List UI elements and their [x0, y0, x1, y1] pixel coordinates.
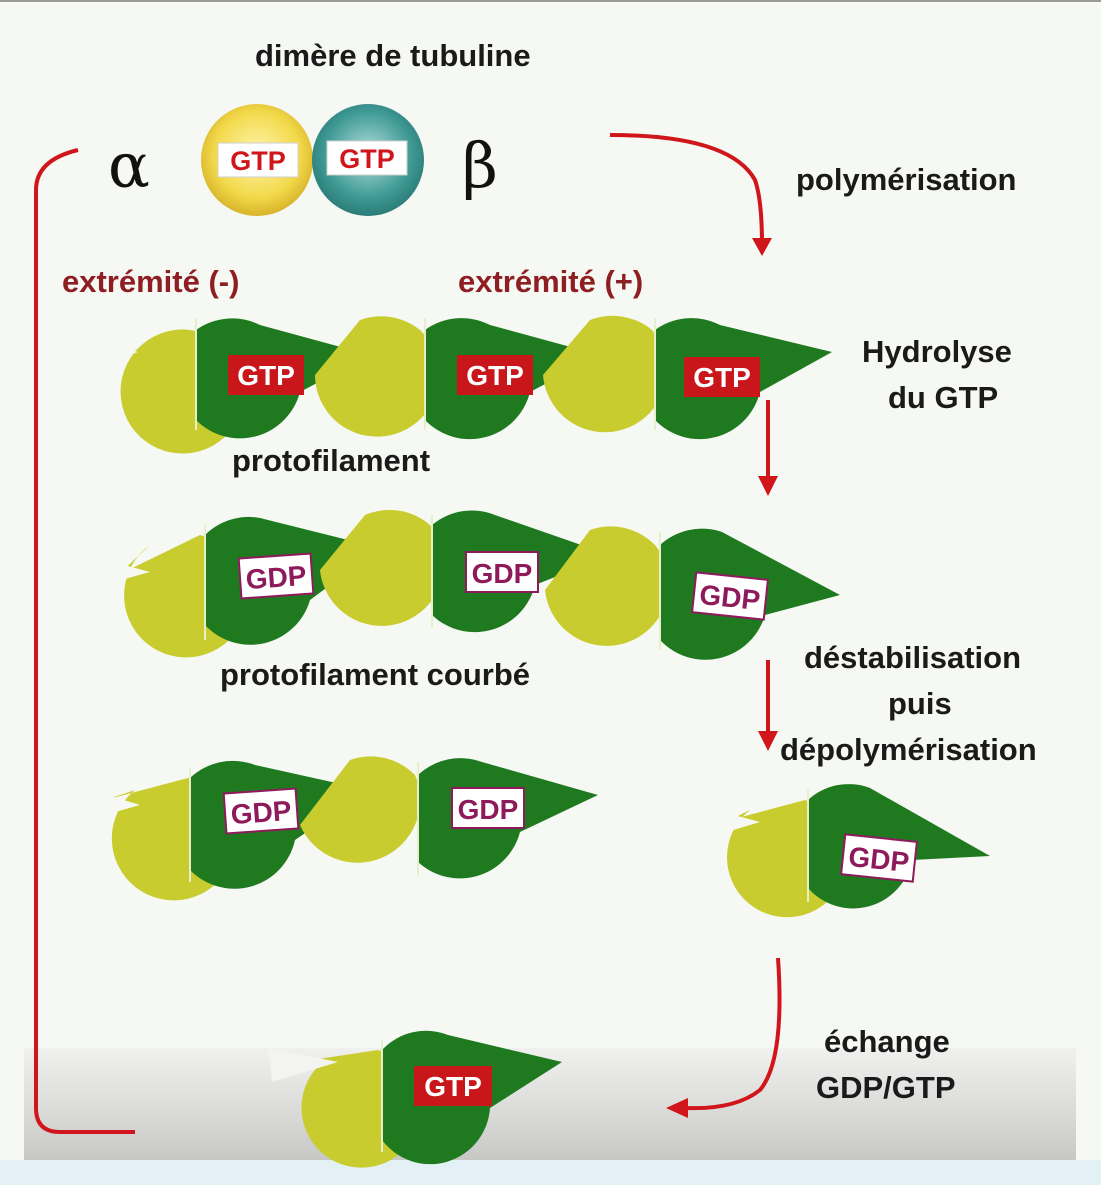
hydrolysis-label-line2: du GTP	[888, 380, 999, 415]
row2-tags: GDP GDP GDP	[237, 551, 769, 621]
protofilament-curved: GDP GDP GDP	[88, 509, 840, 660]
exchange-label-line2: GDP/GTP	[816, 1070, 956, 1105]
row2-tag-1: GDP	[245, 560, 308, 595]
beta-symbol: β	[462, 129, 498, 202]
row3-tag-2: GDP	[458, 794, 519, 825]
beta-gtp-box	[326, 140, 408, 176]
depolymerisation-arrowhead	[758, 731, 778, 751]
polymerisation-label: polymérisation	[796, 162, 1017, 197]
tubulin-dimer: GTP GTP	[201, 104, 424, 216]
destab-label-line3: dépolymérisation	[780, 732, 1037, 767]
destab-label-line1: déstabilisation	[804, 640, 1022, 675]
free-gdp-dimer: GDP	[696, 784, 990, 918]
polymerisation-arrow	[609, 133, 764, 246]
alpha-symbol: α	[108, 129, 150, 202]
destab-label-line2: puis	[888, 686, 952, 721]
hydrolysis-arrowhead	[758, 476, 778, 496]
polymerisation-arrowhead	[752, 238, 772, 256]
recycled-dimer-tag: GTP	[424, 1071, 482, 1102]
loop-return-arrow	[34, 148, 135, 1134]
exchange-arrow	[684, 957, 782, 1111]
beta-gtp-text: GTP	[339, 144, 395, 174]
minus-end-label: extrémité (-)	[62, 264, 240, 299]
exchange-arrowhead	[666, 1098, 688, 1118]
row1-tag-3: GTP	[693, 362, 751, 393]
recycled-gtp-dimer: GTP	[268, 1030, 562, 1168]
row2-tag-2: GDP	[472, 558, 533, 589]
depolymerising-fragment: GDP GDP	[74, 756, 598, 901]
alpha-mouth	[70, 330, 138, 372]
arrows	[34, 133, 782, 1134]
row2-tag-3: GDP	[698, 579, 762, 616]
row1-tag-2: GTP	[466, 360, 524, 391]
alpha-gtp-text: GTP	[230, 146, 286, 176]
row1-tag-1: GTP	[237, 360, 295, 391]
curved-protofilament-label: protofilament courbé	[220, 657, 531, 692]
alpha-gtp-box	[217, 142, 299, 178]
exchange-label-line1: échange	[824, 1024, 950, 1059]
protofilament-label: protofilament	[232, 443, 431, 478]
plus-end-label: extrémité (+)	[458, 264, 644, 299]
dimer-title: dimère de tubuline	[255, 38, 531, 73]
free-dimer-tag: GDP	[847, 841, 911, 878]
row1-tags: GTP GTP GTP	[228, 355, 760, 397]
hydrolysis-label-line1: Hydrolyse	[862, 334, 1012, 369]
protofilament-straight: GTP GTP GTP	[70, 315, 832, 454]
row3-tag-1: GDP	[230, 795, 293, 830]
bottom-edge-strip	[0, 1160, 1101, 1185]
